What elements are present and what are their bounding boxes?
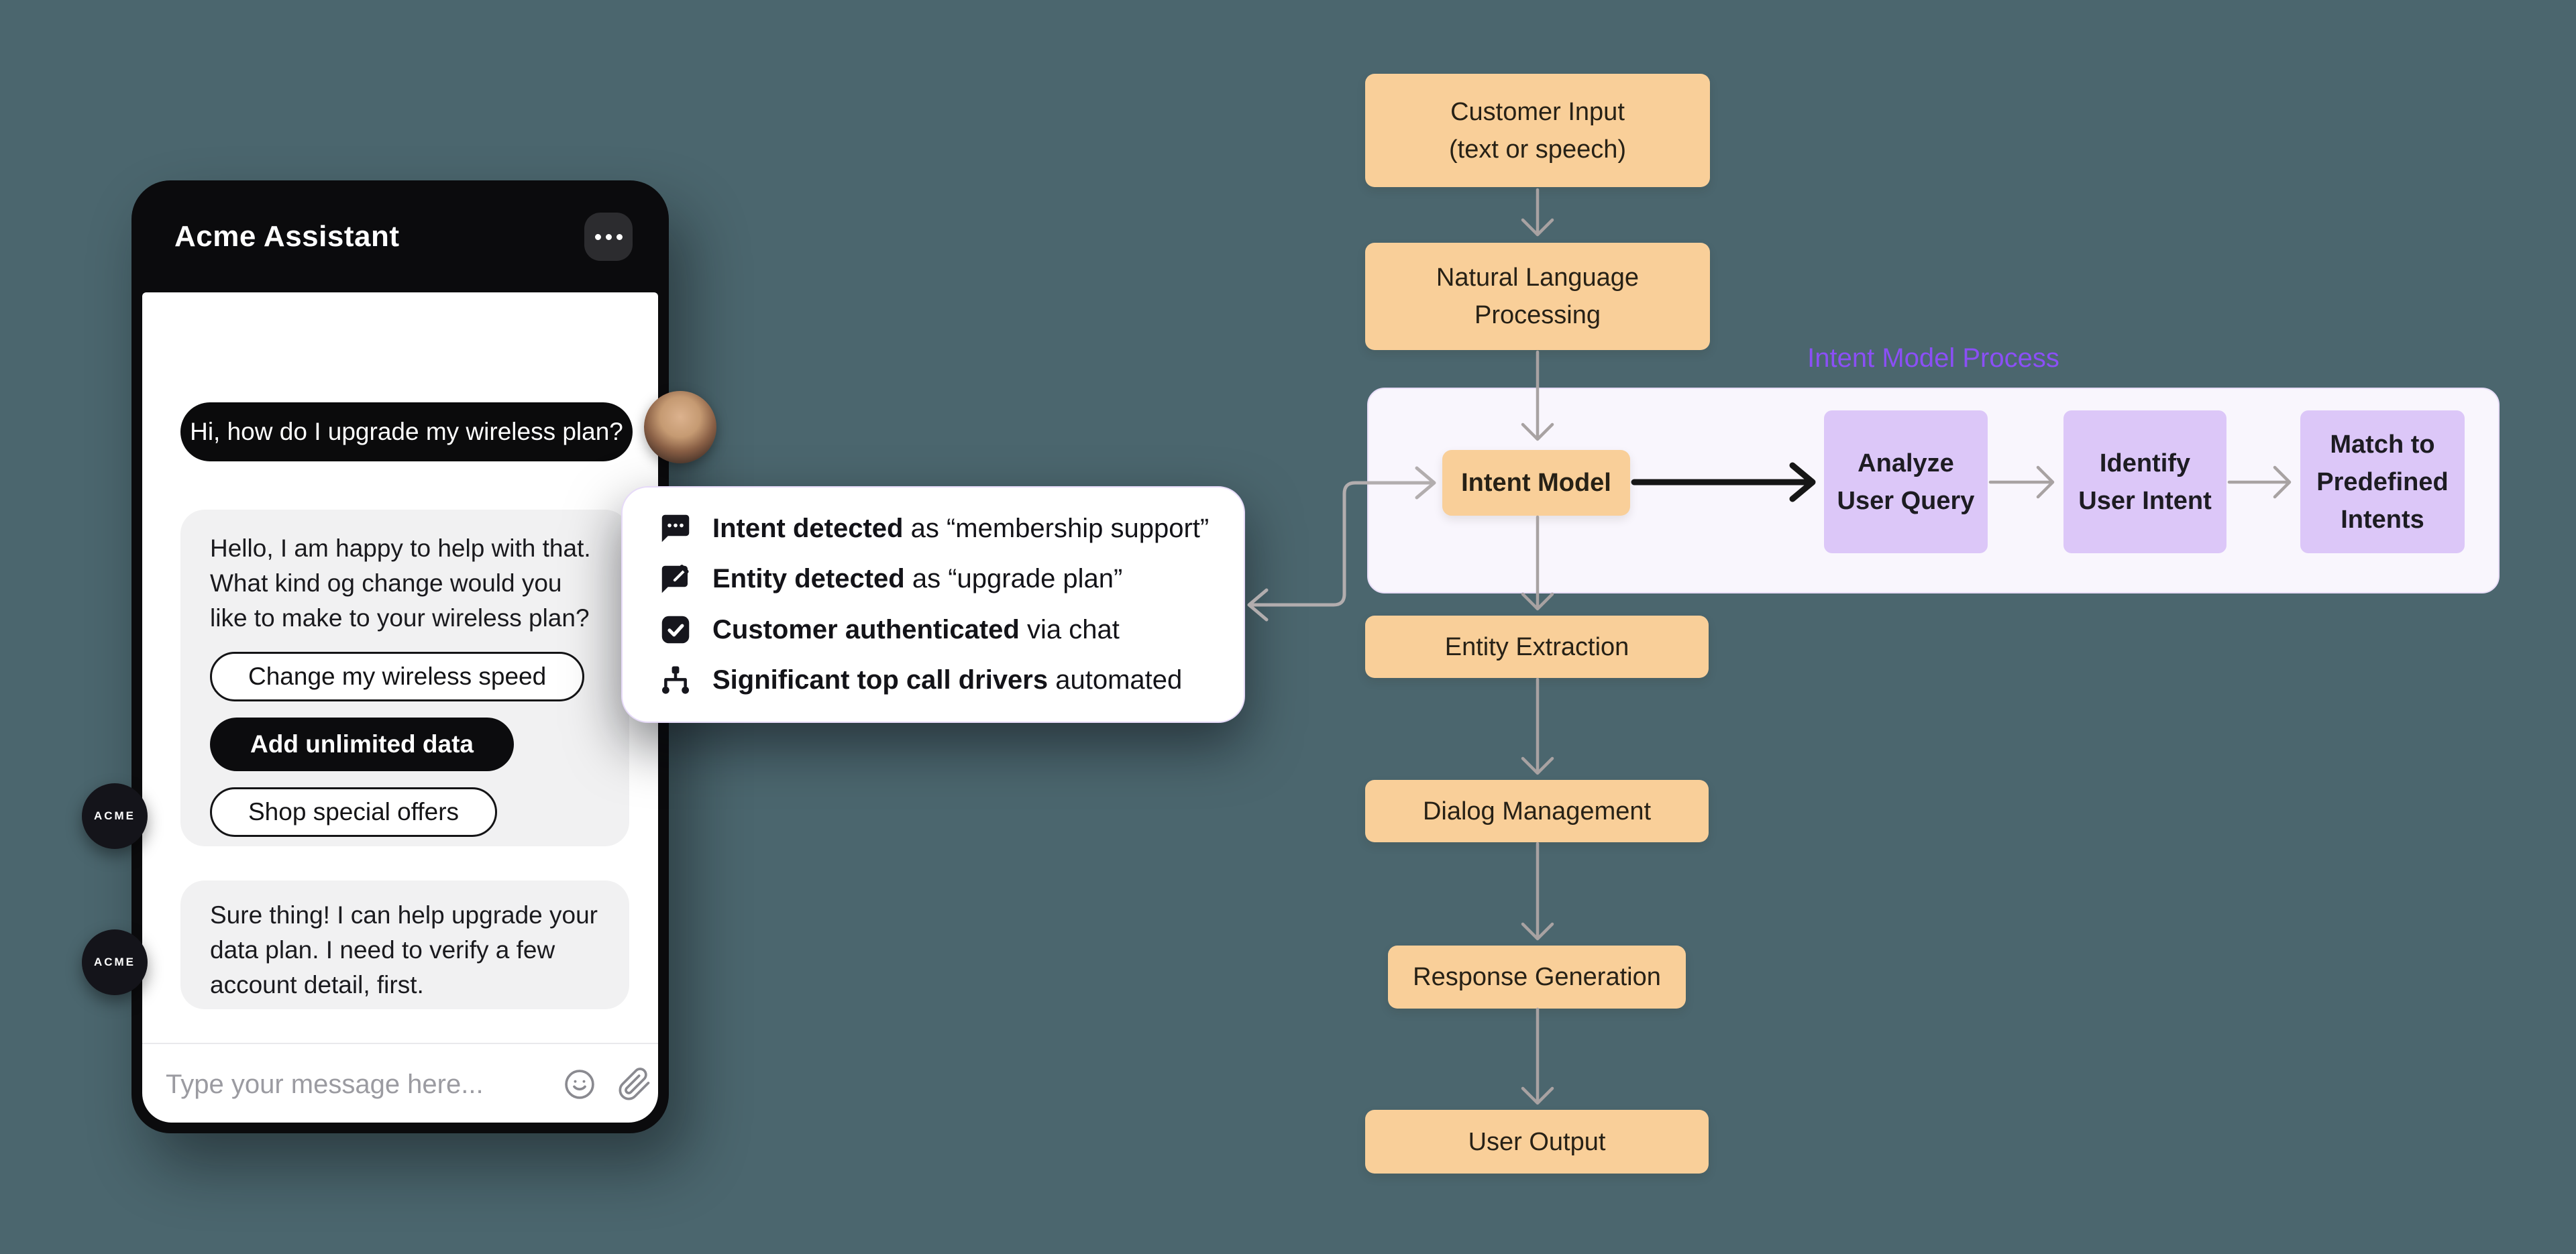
arrow-response-to-output bbox=[1521, 1007, 1554, 1105]
flow-node-nlp: Natural Language Processing bbox=[1365, 243, 1710, 350]
smiley-icon[interactable] bbox=[562, 1067, 597, 1102]
flow-node-response-generation: Response Generation bbox=[1388, 946, 1686, 1009]
arrow-entity-to-dialog bbox=[1521, 677, 1554, 775]
flow-node-customer-input: Customer Input (text or speech) bbox=[1365, 74, 1710, 187]
flow-node-intent-model: Intent Model bbox=[1442, 450, 1630, 516]
callout-row-call-drivers: Significant top call drivers automated bbox=[657, 659, 1209, 703]
callout-text: Intent detected as “membership support” bbox=[712, 513, 1210, 543]
callout-text: Significant top call drivers automated bbox=[712, 665, 1183, 695]
paperclip-icon[interactable] bbox=[617, 1067, 652, 1102]
checkbox-icon bbox=[661, 616, 690, 644]
composer bbox=[142, 1044, 658, 1125]
bot-message-card: Hello, I am happy to help with that. Wha… bbox=[180, 510, 629, 846]
flow-node-entity-extraction: Entity Extraction bbox=[1365, 616, 1709, 678]
arrow-dialog-to-response bbox=[1521, 842, 1554, 941]
entity-flag-icon bbox=[661, 564, 689, 593]
user-message-bubble: Hi, how do I upgrade my wireless plan? bbox=[180, 402, 633, 461]
flow-node-identify-user-intent: Identify User Intent bbox=[2063, 410, 2226, 553]
composer-divider bbox=[142, 1043, 658, 1044]
flow-node-analyze-user-query: Analyze User Query bbox=[1824, 410, 1988, 553]
insight-callout: Intent detected as “membership support” … bbox=[621, 486, 1245, 723]
callout-row-authenticated: Customer authenticated via chat bbox=[657, 608, 1209, 652]
message-input[interactable] bbox=[164, 1044, 543, 1125]
bot-message-text: Sure thing! I can help upgrade your data… bbox=[210, 901, 598, 999]
arrow-input-to-nlp bbox=[1521, 188, 1554, 237]
process-label: Intent Model Process bbox=[1807, 343, 2059, 373]
sitemap-icon bbox=[661, 666, 690, 694]
callout-row-intent: Intent detected as “membership support” bbox=[657, 506, 1209, 551]
callout-row-entity: Entity detected as “upgrade plan” bbox=[657, 557, 1209, 602]
chat-widget-phone: Acme Assistant Hi, how do I upgrade my w… bbox=[131, 180, 716, 1133]
chat-menu-button[interactable] bbox=[584, 213, 633, 261]
flow-node-match-predefined-intents: Match to Predefined Intents bbox=[2300, 410, 2465, 553]
acme-badge: ACME bbox=[82, 929, 148, 995]
chat-title: Acme Assistant bbox=[174, 219, 400, 253]
callout-text: Entity detected as “upgrade plan” bbox=[712, 564, 1123, 594]
bot-message-card: Sure thing! I can help upgrade your data… bbox=[180, 880, 629, 1009]
chat-header: Acme Assistant bbox=[131, 180, 669, 292]
quick-reply-change-speed[interactable]: Change my wireless speed bbox=[210, 652, 585, 701]
quick-reply-shop-offers[interactable]: Shop special offers bbox=[210, 787, 498, 837]
chat-bubble-icon bbox=[661, 514, 690, 543]
quick-reply-add-data[interactable]: Add unlimited data bbox=[210, 718, 514, 771]
ellipsis-icon bbox=[594, 233, 623, 240]
flow-node-dialog-management: Dialog Management bbox=[1365, 780, 1709, 842]
acme-badge: ACME bbox=[82, 783, 148, 849]
connector-arrowhead-left bbox=[1247, 588, 1269, 622]
customer-avatar bbox=[644, 391, 716, 463]
callout-text: Customer authenticated via chat bbox=[712, 614, 1120, 644]
bot-message-text: Hello, I am happy to help with that. Wha… bbox=[210, 534, 591, 632]
chat-screen: Hi, how do I upgrade my wireless plan? H… bbox=[142, 292, 716, 1125]
flow-node-user-output: User Output bbox=[1365, 1110, 1709, 1174]
